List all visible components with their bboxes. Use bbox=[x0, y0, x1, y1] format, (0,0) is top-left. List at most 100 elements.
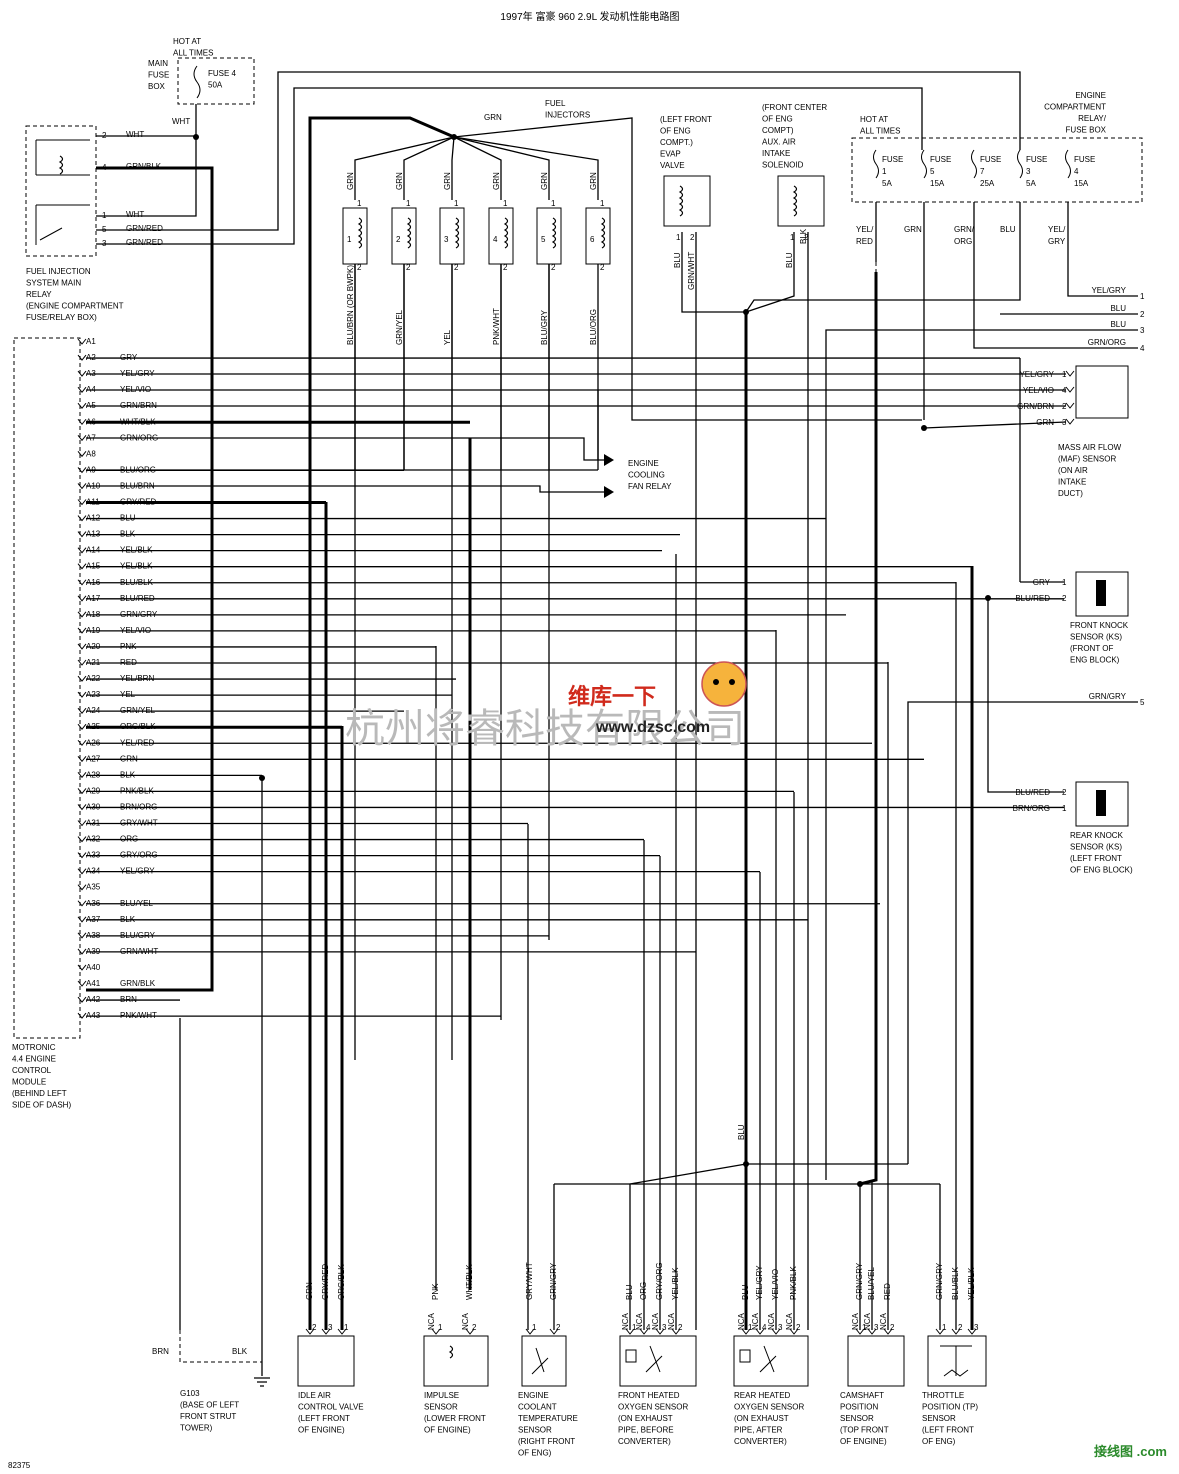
injector-output-color: BLU/ORG bbox=[589, 309, 598, 345]
ecm-pin-a42: A42 bbox=[86, 995, 101, 1004]
aux-air-solenoid-body bbox=[777, 175, 825, 227]
fuse-symbol bbox=[971, 149, 977, 179]
fuse-box-hot-label: HOT AT bbox=[860, 115, 888, 124]
iac-wire-color: GRY/RED bbox=[321, 1263, 330, 1300]
ecm-pin-a9: A9 bbox=[86, 465, 96, 474]
main-fuse-box-outline bbox=[177, 57, 255, 105]
injector-feed-branch bbox=[451, 136, 455, 200]
injector-coil bbox=[406, 217, 412, 249]
ground-label: (BASE OF LEFT bbox=[180, 1401, 239, 1410]
iac-sensor-label: OF ENGINE) bbox=[298, 1426, 345, 1435]
ecm-pin-a12: A12 bbox=[86, 514, 101, 523]
connector-symbol bbox=[1065, 418, 1075, 425]
ecm-wire-color: YEL/BLK bbox=[120, 562, 153, 571]
ecm-wire-color: YEL/BLK bbox=[120, 546, 153, 555]
injector-pin-number: 2 bbox=[551, 263, 556, 272]
tp-sensor-label: SENSOR bbox=[922, 1414, 956, 1423]
fuse-output-color: GRN bbox=[904, 225, 922, 234]
fho2-sensor-symbol bbox=[625, 1345, 663, 1373]
fuse-number: 1 bbox=[882, 167, 887, 176]
evap-valve-label: (LEFT FRONT bbox=[660, 115, 712, 124]
cmp-sensor-label: CAMSHAFT bbox=[840, 1391, 884, 1400]
aux-air-wire-color: BLK bbox=[799, 228, 808, 244]
fuse-output-color: YEL/ bbox=[1048, 225, 1066, 234]
fuse-output-color: GRN/ bbox=[954, 225, 975, 234]
fuse-symbol bbox=[193, 65, 201, 99]
relay-outline bbox=[25, 125, 97, 257]
tp-wire-color: BLU/BLK bbox=[951, 1266, 960, 1300]
cmp-sensor-label: OF ENGINE) bbox=[840, 1437, 887, 1446]
ect-sensor-label: COOLANT bbox=[518, 1403, 557, 1412]
fuse7-grn-org-output bbox=[973, 202, 1138, 349]
ecm-wire-color: BLU/RED bbox=[120, 594, 155, 603]
connector-symbol bbox=[639, 1328, 649, 1335]
rho2-wire-color: PNK/BLK bbox=[789, 1266, 798, 1300]
injector-number: 2 bbox=[396, 235, 401, 244]
connector-symbol bbox=[77, 948, 87, 955]
cmp-wire-color: GRN/GRY bbox=[855, 1262, 864, 1300]
connector-symbol bbox=[77, 451, 87, 458]
iac-wire-color: ORG/BLK bbox=[337, 1264, 346, 1300]
ect-wire-color: GRY/WHT bbox=[525, 1262, 534, 1300]
fuse-rating: 5A bbox=[1026, 179, 1036, 188]
ecm-pin-a16: A16 bbox=[86, 578, 101, 587]
ecm-wire-color: BRN bbox=[120, 995, 137, 1004]
iac-sensor-label: (LEFT FRONT bbox=[298, 1414, 350, 1423]
ground-label: FRONT STRUT bbox=[180, 1412, 236, 1421]
connector-symbol bbox=[77, 884, 87, 891]
connector-symbol bbox=[671, 1328, 681, 1335]
tp-pin-number: 3 bbox=[974, 1323, 979, 1332]
injector-output-color: YEL bbox=[443, 329, 452, 345]
off-page-ref-color: GRN/ORG bbox=[1088, 338, 1126, 347]
iac-sensor-label: CONTROL VALVE bbox=[298, 1403, 364, 1412]
injector-pin-number: 1 bbox=[357, 199, 362, 208]
front-knock-label: SENSOR (KS) bbox=[1070, 633, 1122, 642]
connector-symbol bbox=[867, 1328, 877, 1335]
injector-body bbox=[391, 207, 417, 265]
injector-body bbox=[536, 207, 562, 265]
evap-valve-label: COMPT.) bbox=[660, 138, 693, 147]
rear-knock-element bbox=[1096, 790, 1106, 816]
maf-pin-number: 1 bbox=[1062, 370, 1067, 379]
iac-pin-number: 1 bbox=[344, 1323, 349, 1332]
ecm-pin-a29: A29 bbox=[86, 786, 101, 795]
maf-sensor-label: (ON AIR bbox=[1058, 466, 1088, 475]
ecm-pin-a36: A36 bbox=[86, 899, 101, 908]
injector-pin1-color: GRN bbox=[540, 172, 549, 190]
relay-wire-color: GRN/RED bbox=[126, 238, 163, 247]
ecm-pin-a8: A8 bbox=[86, 449, 96, 458]
tp-sensor-label: OF ENG) bbox=[922, 1437, 956, 1446]
ecm-module-label: 4.4 ENGINE bbox=[12, 1055, 56, 1064]
maf-sensor-label: DUCT) bbox=[1058, 489, 1083, 498]
ecm-wire-color: BLU/ORG bbox=[120, 465, 156, 474]
injector-pin-number: 2 bbox=[406, 263, 411, 272]
aux-air-solenoid-label: COMPT) bbox=[762, 126, 794, 135]
connector-symbol bbox=[1065, 386, 1075, 393]
blu-ref-3-wire bbox=[825, 329, 1138, 1180]
ecm-wire-color: YEL/VIO bbox=[120, 385, 151, 394]
relay-wire-color: WHT bbox=[126, 210, 144, 219]
cmp-nca-label: NCA bbox=[863, 1312, 872, 1330]
connector-symbol bbox=[855, 1328, 865, 1335]
connector-symbol bbox=[789, 1328, 799, 1335]
ecm-pin-a3: A3 bbox=[86, 369, 96, 378]
ecm-wire-color: YEL/RED bbox=[120, 738, 154, 747]
engine-fuse-box-label: RELAY/ bbox=[1078, 114, 1107, 123]
fuse-number: 4 bbox=[1074, 167, 1079, 176]
ecm-module-outline bbox=[13, 337, 81, 1039]
injector-pin-number: 2 bbox=[600, 263, 605, 272]
front-knock-element bbox=[1096, 580, 1106, 606]
fho2-sensor-label: PIPE, BEFORE bbox=[618, 1426, 674, 1435]
connector-symbol bbox=[967, 1328, 977, 1335]
ecm-pin-a1: A1 bbox=[86, 337, 96, 346]
connector-symbol bbox=[77, 723, 87, 731]
fuse-rating: 5A bbox=[882, 179, 892, 188]
connector-symbol bbox=[625, 1328, 635, 1335]
connector-symbol bbox=[77, 932, 87, 939]
aux-air-blu-wire bbox=[745, 232, 795, 313]
injector-body bbox=[488, 207, 514, 265]
ecm-wire-color: YEL/GRY bbox=[120, 867, 155, 876]
connector-symbol bbox=[337, 1328, 347, 1335]
rho2-sensor-symbol bbox=[739, 1345, 777, 1373]
connector-symbol bbox=[305, 1328, 315, 1335]
